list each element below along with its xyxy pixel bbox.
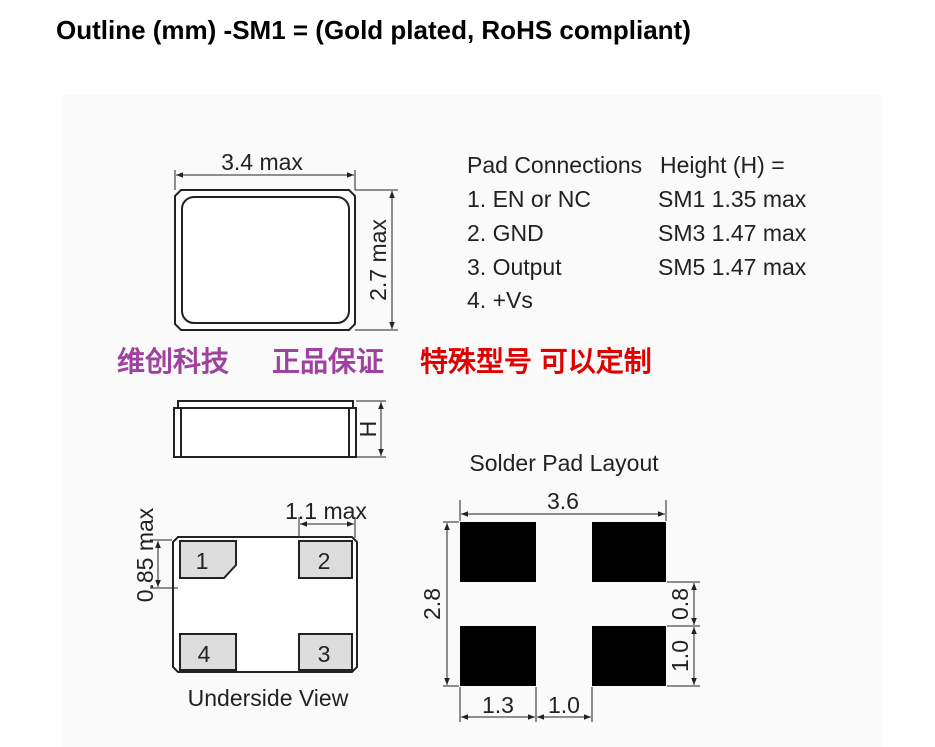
solder-pad-layout: Solder Pad Layout 3.6 2.8 0.8 1.0 1.3 1.… (419, 450, 700, 722)
pad-connection-item: 1. EN or NC (467, 186, 591, 212)
svg-text:1.0: 1.0 (667, 640, 693, 672)
svg-text:3.6: 3.6 (547, 488, 579, 514)
watermark-text: 维创科技 正品保证 特殊型号 可以定制 (117, 345, 652, 377)
pad-3 (298, 633, 353, 671)
width-label: 3.4 max (221, 149, 303, 175)
watermark-genuine: 正品保证 (272, 346, 384, 377)
pad-1 (179, 540, 237, 579)
pad-connection-item: 4. +Vs (467, 287, 533, 313)
package-lid (181, 196, 350, 324)
underside-view: 1 2 4 3 1.1 max 0.85 max Underside View (132, 498, 367, 711)
watermark-custom: 特殊型号 可以定制 (420, 345, 652, 377)
solder-pad (592, 522, 666, 582)
pad-4 (179, 633, 237, 671)
svg-text:1.1 max: 1.1 max (285, 498, 367, 524)
solder-pad-title: Solder Pad Layout (469, 450, 659, 476)
pad-connections: Pad Connections 1. EN or NC 2. GND 3. Ou… (467, 152, 642, 313)
h-label: H (355, 421, 381, 438)
pad-connection-item: 3. Output (467, 254, 562, 280)
solder-pad (460, 522, 536, 582)
height-table: Height (H) = SM1 1.35 max SM3 1.47 max S… (658, 152, 807, 280)
page-title: Outline (mm) -SM1 = (Gold plated, RoHS c… (56, 15, 691, 45)
svg-text:0.8: 0.8 (667, 588, 693, 620)
svg-text:1.0: 1.0 (548, 692, 580, 718)
side-view: H (173, 400, 386, 458)
svg-text:0.85 max: 0.85 max (132, 507, 158, 602)
height-item: SM3 1.47 max (658, 220, 807, 246)
height-label: 2.7 max (365, 219, 391, 301)
top-view: 3.4 max 2.7 max (174, 149, 398, 331)
height-item: SM1 1.35 max (658, 186, 807, 212)
svg-text:2: 2 (318, 548, 331, 574)
pad-connections-heading: Pad Connections (467, 152, 642, 178)
svg-text:1.3: 1.3 (482, 692, 514, 718)
solder-pad (592, 626, 666, 686)
height-item: SM5 1.47 max (658, 254, 807, 280)
pad-connection-item: 2. GND (467, 220, 544, 246)
watermark-company: 维创科技 (117, 346, 229, 377)
solder-pad (460, 626, 536, 686)
height-heading: Height (H) = (660, 152, 785, 178)
pad-2 (298, 540, 353, 579)
svg-text:2.8: 2.8 (419, 588, 445, 620)
underside-caption: Underside View (188, 685, 349, 711)
svg-text:4: 4 (198, 641, 211, 667)
svg-text:1: 1 (196, 548, 209, 574)
svg-text:3: 3 (318, 641, 331, 667)
